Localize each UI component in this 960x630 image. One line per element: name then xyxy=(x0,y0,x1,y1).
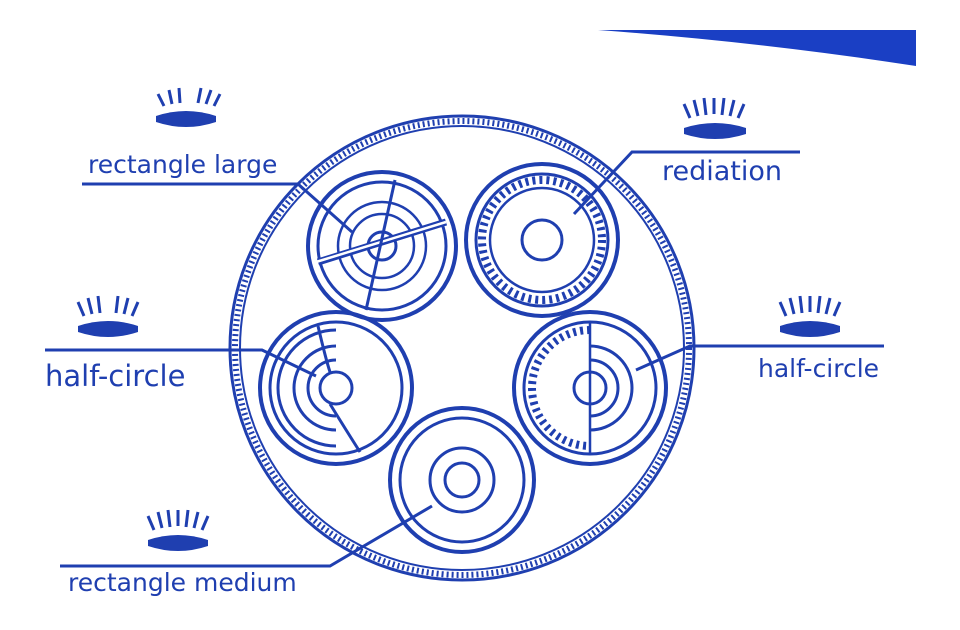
label-half-circle-left: half-circle xyxy=(45,359,186,393)
spray-pattern-icon xyxy=(682,97,746,139)
spray-pattern-icon xyxy=(76,295,140,337)
leader-radiation xyxy=(572,150,800,216)
leader-rectangle-large xyxy=(82,182,353,234)
leader-half-circle-left xyxy=(45,348,317,378)
leader-lines xyxy=(45,150,884,568)
head-radiation xyxy=(464,162,620,318)
spray-pattern-icon xyxy=(778,295,842,337)
spray-pattern-icon xyxy=(146,509,210,551)
label-rectangle-large: rectangle large xyxy=(88,150,278,179)
leader-half-circle-right xyxy=(635,344,884,372)
spray-pattern-icon xyxy=(156,87,222,127)
head-half-circle-left xyxy=(258,310,414,466)
label-rectangle-medium: rectangle medium xyxy=(68,568,297,597)
head-rectangle-large xyxy=(306,170,458,322)
head-rectangle-medium xyxy=(388,406,536,554)
head-half-circle-right xyxy=(512,310,668,466)
label-half-circle-right: half-circle xyxy=(758,354,880,383)
leader-rectangle-medium xyxy=(60,504,433,568)
label-radiation: rediation xyxy=(662,156,783,187)
accent-band xyxy=(598,30,916,66)
